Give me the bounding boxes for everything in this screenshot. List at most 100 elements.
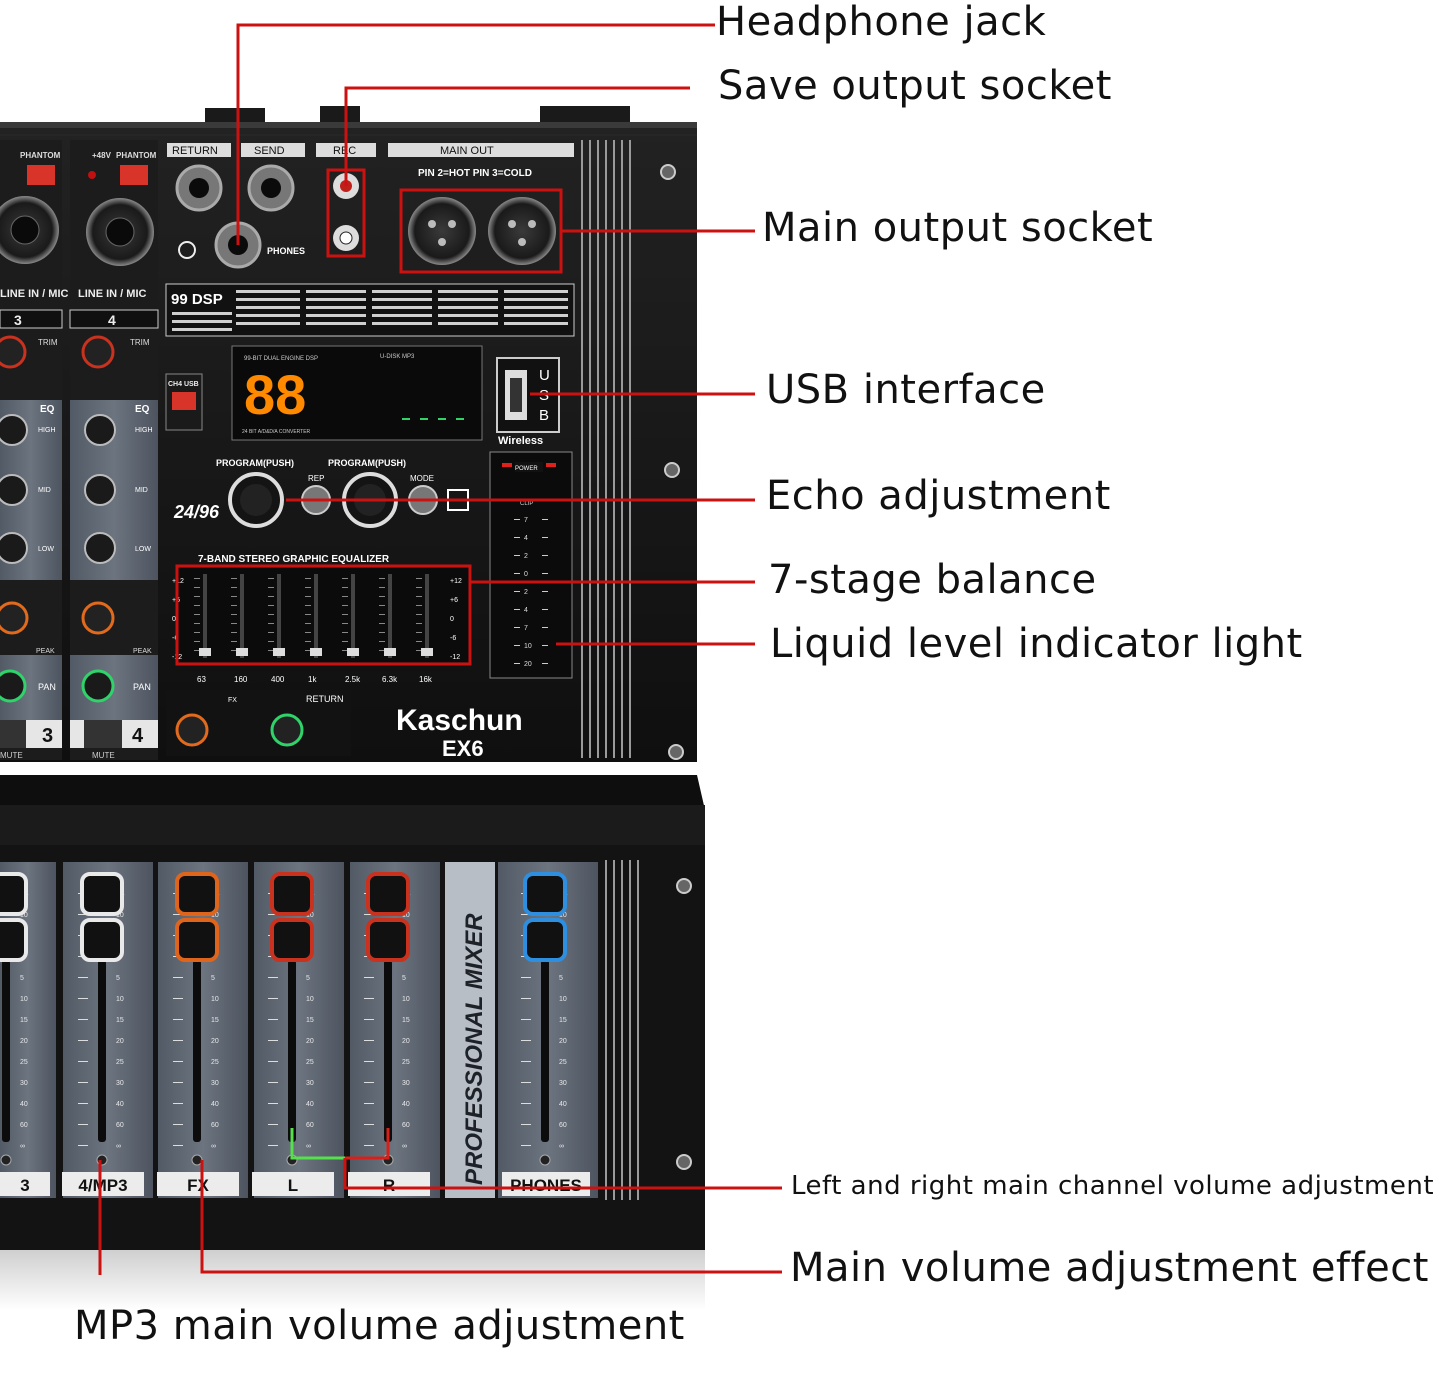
eq-scale-right: +6 (450, 597, 458, 604)
eq-tick (268, 605, 274, 606)
fader-tick (521, 1019, 531, 1020)
fader-cap-top[interactable] (0, 872, 28, 916)
ch3-phantom: PHANTOM (20, 151, 61, 160)
fader-tick (78, 998, 88, 999)
fader-scale-label: 20 (20, 1038, 28, 1045)
fader-scale-label: 5 (559, 975, 563, 982)
fader-cap[interactable] (270, 872, 314, 962)
eq-slider-knob[interactable] (199, 648, 211, 656)
fader-scale-label: 5 (402, 975, 406, 982)
strip-label-box (252, 1172, 334, 1196)
fader-tick (364, 977, 374, 978)
fader-cap[interactable] (80, 872, 124, 962)
eq-tick (379, 614, 385, 615)
ch4-trim: TRIM (130, 338, 150, 347)
callout-lr-volume: Left and right main channel volume adjus… (791, 1171, 1435, 1201)
fader-cap-top[interactable] (270, 872, 314, 916)
fader-cap-bottom[interactable] (80, 918, 124, 962)
fader-tick (521, 998, 531, 999)
ch4-eq: EQ (135, 404, 150, 415)
fader-tick (364, 1103, 374, 1104)
eq-tick (342, 605, 348, 606)
eq-tick (231, 632, 237, 633)
fader-cap[interactable] (0, 872, 28, 962)
fader-scale-label: 30 (559, 1080, 567, 1087)
return-master-knob[interactable] (270, 713, 304, 747)
fader-scale-label: 10 (306, 996, 314, 1003)
eq-slider-track (314, 574, 318, 658)
eq-tick (268, 641, 274, 642)
fader-tick (521, 977, 531, 978)
fader-tick (268, 914, 278, 915)
fader-tick (268, 1124, 278, 1125)
fader-tick (173, 1061, 183, 1062)
fader-section: PROFESSIONAL MIXER dB1050510152025304060… (0, 862, 598, 1198)
eq-tick (416, 641, 422, 642)
fader-cap-bottom[interactable] (175, 918, 219, 962)
fader-tick (521, 1040, 531, 1041)
meter-scale-label: 7 (524, 625, 528, 632)
fader-tick (364, 1145, 374, 1146)
fader-cap[interactable] (523, 872, 567, 962)
eq-slider-knob[interactable] (347, 648, 359, 656)
program-controls: PROGRAM(PUSH) PROGRAM(PUSH) 24/96 REP MO… (173, 458, 469, 528)
fader-scale-label: 60 (20, 1122, 28, 1129)
fader-cap-bottom[interactable] (270, 918, 314, 962)
strip-label-box (157, 1172, 239, 1196)
fader-cap-top[interactable] (523, 872, 567, 916)
program-push-1: PROGRAM(PUSH) (216, 458, 294, 468)
eq-tick (342, 641, 348, 642)
eq-slider-track (277, 574, 281, 658)
eq-slider-knob[interactable] (384, 648, 396, 656)
fader-cap-bottom[interactable] (0, 918, 28, 962)
fader-cap[interactable] (366, 872, 410, 962)
eq-tick (231, 641, 237, 642)
fader-cap-top[interactable] (80, 872, 124, 916)
main-out-left-xlr[interactable] (408, 197, 476, 265)
eq-scale-left: -6 (172, 635, 178, 642)
fader-tick (364, 1082, 374, 1083)
eq-slider-knob[interactable] (273, 648, 285, 656)
fader-scale-label: 25 (559, 1059, 567, 1066)
fader-cap-top[interactable] (175, 872, 219, 916)
fx-master-knob[interactable] (175, 713, 209, 747)
channel-strips-top: 3 4 MUTE MUTE +48V PHANTOM PHANTOM LINE … (0, 140, 159, 760)
eq-tick (305, 641, 311, 642)
meter-scale-label: 4 (524, 607, 528, 614)
eq-tick (194, 605, 200, 606)
callout-main-output: Main output socket (762, 205, 1154, 251)
eq-tick (194, 632, 200, 633)
fader-scale-label: 5 (306, 975, 310, 982)
eq-tick (305, 605, 311, 606)
main-out-right-xlr[interactable] (488, 197, 556, 265)
eq-scale-right: +12 (450, 578, 462, 585)
eq-slider-knob[interactable] (236, 648, 248, 656)
udisk-label: U-DISK MP3 (380, 354, 415, 360)
meter-scale-label: 2 (524, 553, 528, 560)
fader-scale-label: 40 (20, 1101, 28, 1108)
fader-cap-bottom[interactable] (366, 918, 410, 962)
eq-slider-knob[interactable] (310, 648, 322, 656)
eq-slider-knob[interactable] (421, 648, 433, 656)
eq-tick (379, 632, 385, 633)
display-digits: 88 (244, 363, 306, 426)
eq-slider-track (240, 574, 244, 658)
fader-cap-top[interactable] (366, 872, 410, 916)
usb-port[interactable]: U S B Wireless (496, 357, 560, 447)
eq-slider-track (388, 574, 392, 658)
strip-label-box (0, 1172, 50, 1196)
fader-cap[interactable] (175, 872, 219, 962)
strip-label: FX (187, 1176, 209, 1195)
power-label: POWER (515, 466, 538, 472)
fader-cap-bottom[interactable] (523, 918, 567, 962)
fader-tick (78, 1040, 88, 1041)
eq-tick (268, 596, 274, 597)
fader-scale-label: ∞ (306, 1143, 311, 1150)
eq-tick (416, 578, 422, 579)
eq-tick (231, 605, 237, 606)
eq-tick (305, 632, 311, 633)
eq-freq-label: 400 (271, 675, 285, 684)
eq-tick (194, 641, 200, 642)
fader-track (541, 960, 549, 1142)
